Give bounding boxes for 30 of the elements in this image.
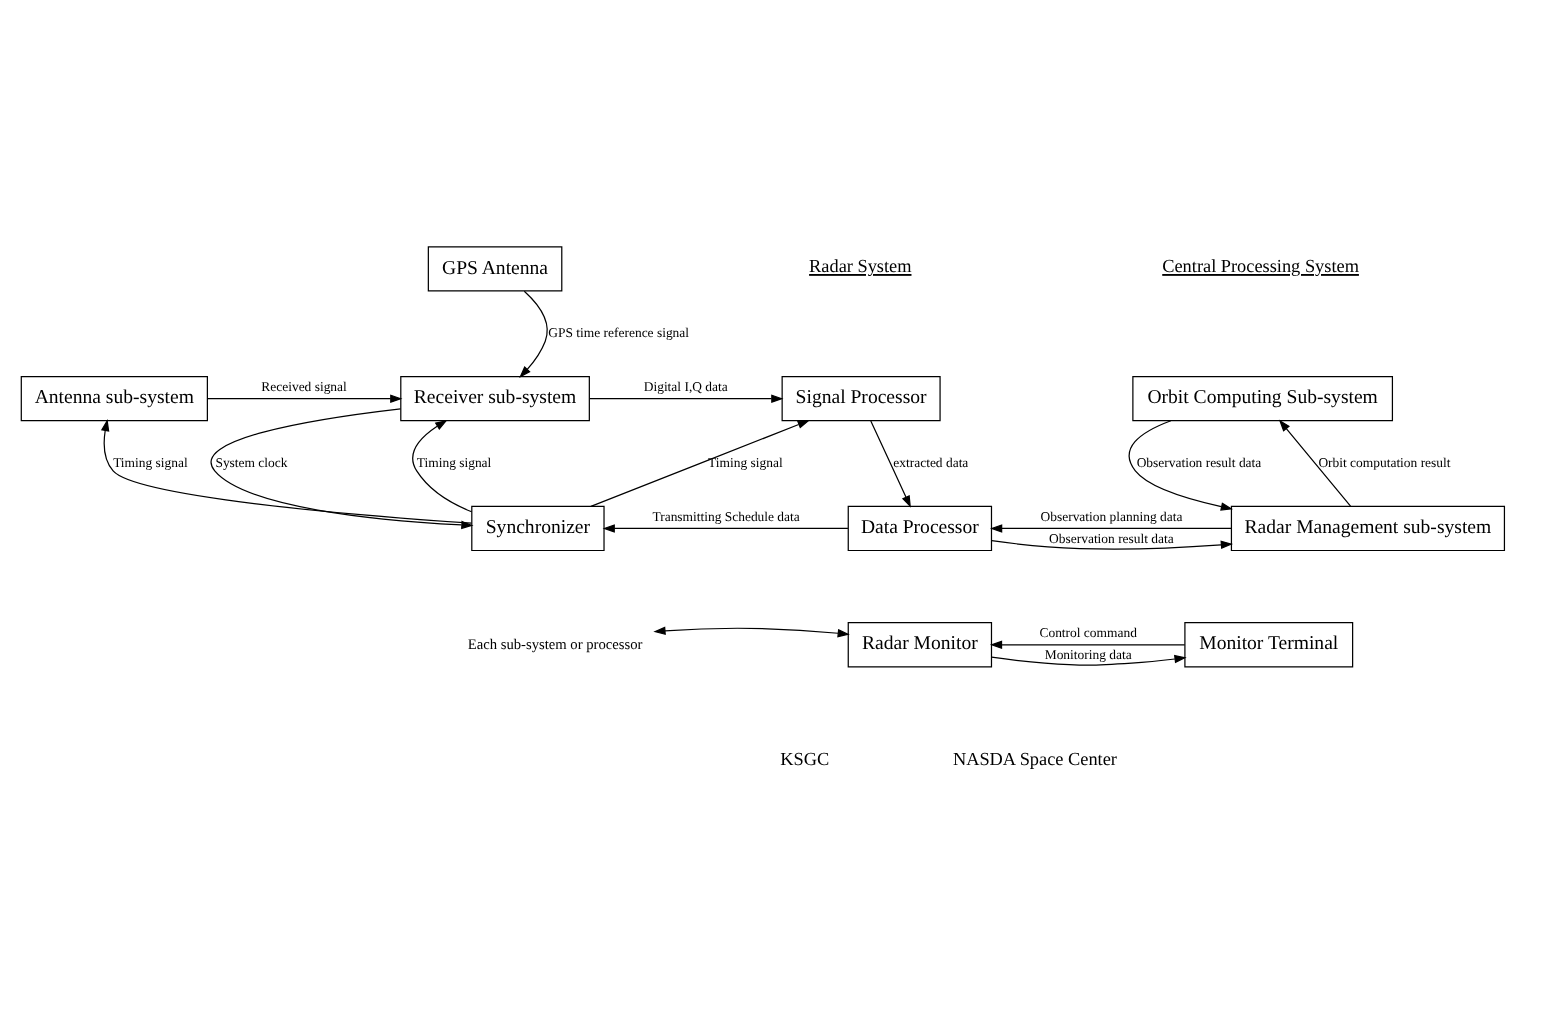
arrow (1278, 418, 1352, 506)
node-box: Radar Monitor (847, 621, 993, 667)
node-box: GPS Antenna (427, 245, 563, 291)
arrow (206, 393, 403, 402)
arrow (870, 419, 911, 507)
arrow (589, 393, 784, 402)
arrow (1128, 419, 1234, 510)
node-box: Orbit Computing Sub-system (1132, 375, 1394, 421)
arrow (602, 523, 849, 532)
label: KSGC (780, 748, 830, 769)
label: Central Processing System (1162, 254, 1359, 275)
arrow (989, 639, 1186, 649)
node-box: Receiver sub-system (400, 375, 590, 421)
node-box: Signal Processor (781, 375, 941, 421)
node-box: Data Processor (847, 504, 993, 551)
arrow (990, 523, 1232, 532)
arrow (653, 625, 850, 637)
arrow (412, 418, 473, 512)
node-box: Antenna sub-system (20, 375, 208, 421)
arrow (100, 418, 473, 523)
arrow (590, 419, 810, 506)
label: Radar System (809, 254, 912, 275)
arrow (991, 539, 1233, 549)
node-box: Monitor Terminal (1184, 621, 1354, 667)
node-box: Synchronizer (471, 504, 605, 551)
arrow (991, 653, 1187, 665)
arrow (210, 407, 474, 529)
arrow (519, 289, 548, 377)
node-box: Radar Management sub-system (1230, 504, 1506, 551)
label: NASDA Space Center (952, 748, 1117, 769)
